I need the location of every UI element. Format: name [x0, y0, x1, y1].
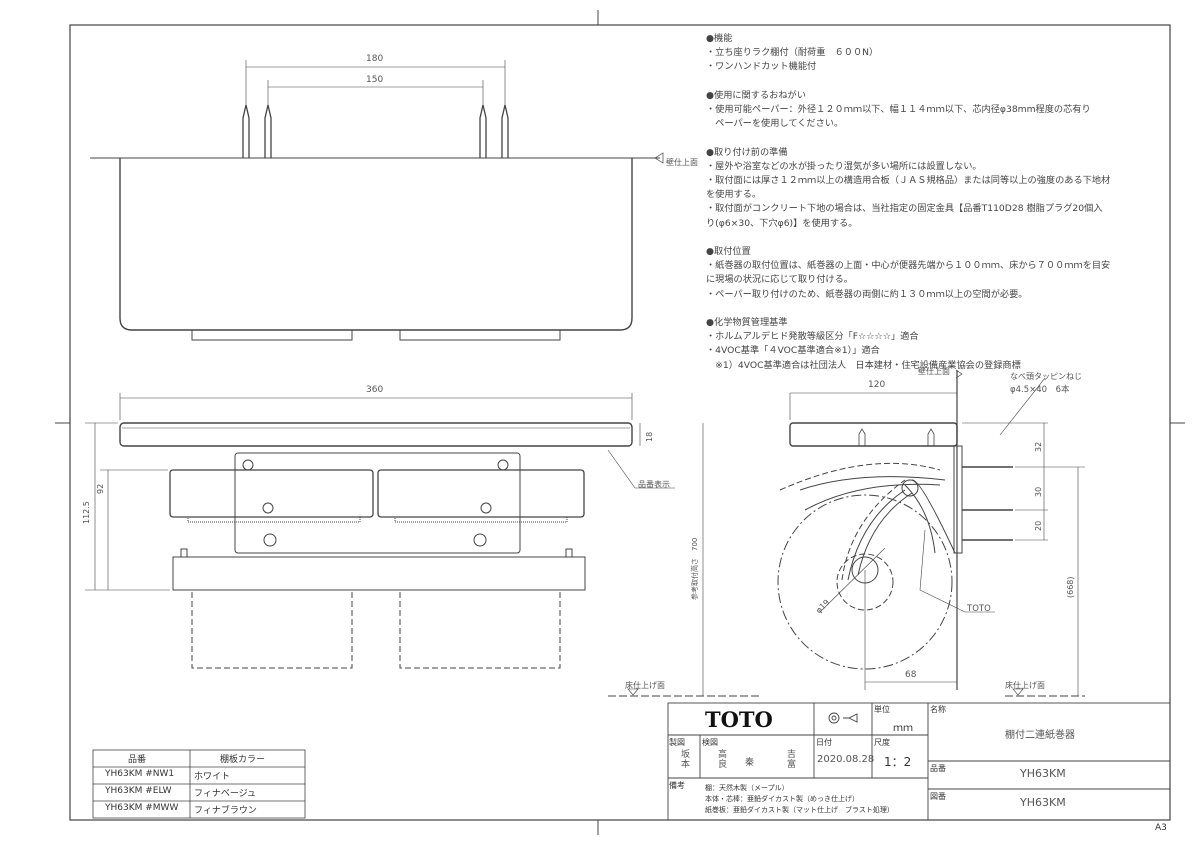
sheet-size: A3 — [1155, 823, 1167, 833]
unit-value: ｍｍ — [893, 723, 913, 734]
floor-label-side: 床仕上げ面 — [1005, 681, 1045, 690]
table-cell: YH63KM #MWW — [105, 803, 179, 813]
note-line: ・4VOC基準「４VOC基準適合※1）」適合 — [706, 345, 880, 357]
scale-label: 尺度 — [874, 738, 890, 747]
dim-20: 20 — [1034, 520, 1043, 531]
note-line: ・ワンハンドカット機能付 — [706, 61, 817, 73]
center-marks — [55, 10, 1185, 835]
note-line: ペーパーを使用してください。 — [706, 118, 844, 130]
dim-32: 32 — [1034, 441, 1043, 452]
remark-line: 棚：天然木製（メープル） — [705, 784, 789, 792]
note-line: を使用する。 — [706, 189, 762, 201]
table-cell: ホワイト — [194, 772, 231, 782]
dim-180: 180 — [366, 54, 384, 64]
dim-92: 92 — [96, 483, 105, 494]
notes-section: ●機能 ・立ち座りラク棚付（耐荷重 ６００N） ・ワンハンドカット機能付 ●使用… — [706, 32, 1110, 373]
drawing-no-label: 図番 — [930, 792, 946, 801]
note-line: に現場の状況に応じて取り付ける。 — [706, 274, 853, 286]
part-number-label: 品番表示 — [638, 480, 670, 489]
color-table-grid — [92, 749, 306, 819]
checker: 吉富 — [787, 750, 797, 770]
name-label: 名称 — [930, 705, 946, 714]
reference-height-label: 参考取付高さ 700 — [691, 537, 699, 600]
note-heading: ●使用に関するおねがい — [706, 89, 806, 101]
dim-68: 68 — [905, 670, 917, 680]
checked-label: 検図 — [702, 738, 718, 747]
note-line: ・ホルムアルデヒド発散等級区分「F☆☆☆☆」適合 — [706, 331, 919, 343]
dim-668: (668) — [1066, 576, 1075, 598]
note-heading: ●取り付け前の準備 — [706, 146, 788, 158]
note-line: ・紙巻器の取付位置は、紙巻器の上面・中心が便器先端から１００ｍｍ、床から７００ｍ… — [706, 260, 1111, 272]
wall-surface-label-side: 壁仕上面 — [918, 367, 950, 376]
scale-value: 1：2 — [884, 755, 912, 769]
table-cell: YH63KM #NW1 — [105, 769, 175, 779]
toto-mark-label: TOTO — [967, 604, 991, 614]
table-cell: フィナブラウン — [194, 806, 257, 816]
remark-line: 本体・芯棒：亜鉛ダイカスト製（めっき仕上げ） — [705, 795, 859, 803]
table-cell: YH63KM #ELW — [105, 786, 172, 796]
date-label: 日付 — [816, 738, 832, 747]
note-heading: ●機能 — [706, 33, 733, 44]
dim-360: 360 — [366, 385, 384, 395]
checker: 秦 — [745, 758, 755, 768]
title-block-grid — [667, 702, 1171, 821]
checker: 高良 — [718, 750, 728, 770]
note-line: ・屋外や浴室などの水が掛ったり湿気が多い場所には設置しない。 — [706, 160, 982, 172]
wall-surface-label: 壁仕上面 — [666, 158, 698, 167]
product-name: 棚付二連紙巻器 — [1005, 730, 1075, 741]
date-value: 2020.08.28 — [817, 754, 875, 765]
table-cell: フィナベージュ — [194, 789, 257, 799]
remark-line: 紙巻板：亜鉛ダイカスト製（マット仕上げ ブラスト処理） — [705, 806, 894, 814]
note-line: ・ペーパー取り付けのため、紙巻器の両側に約１３０ｍｍ以上の空間が必要。 — [706, 288, 1028, 300]
dim-30: 30 — [1034, 486, 1043, 497]
note-line: ・使用可能ペーパー：外径１２０ｍｍ以下、幅１１４ｍｍ以下、芯内径φ38mm程度の… — [706, 104, 1091, 116]
note-heading: ●化学物質管理基準 — [706, 317, 788, 329]
screw-label: なべ頭タッピンねじ — [1010, 372, 1082, 381]
table-header-part: 品番 — [128, 755, 147, 765]
toto-logo: TOTO — [705, 707, 773, 732]
note-line: ※1）4VOC基準適合は社団法人 日本建材・住宅設備産業協会の登録商標 — [706, 359, 1021, 371]
dim-112-5: 112.5 — [82, 501, 91, 524]
part-no-value: YH63KM — [1020, 767, 1066, 780]
remarks-label: 備考 — [669, 781, 685, 790]
drawing-no-value: YH63KM — [1020, 796, 1066, 809]
floor-label: 床仕上げ面 — [625, 681, 665, 690]
dim-18: 18 — [645, 431, 654, 442]
dim-150: 150 — [366, 75, 384, 85]
note-line: り(φ6×30、下穴φ6)】を使用する。 — [706, 217, 858, 229]
part-no-label: 品番 — [930, 764, 946, 773]
front-view — [85, 393, 760, 697]
note-heading: ●取付位置 — [706, 246, 751, 258]
dim-120: 120 — [868, 380, 886, 390]
drawn-by: 坂本 — [681, 750, 691, 770]
drawn-label: 製図 — [669, 738, 685, 747]
note-line: ・立ち座りラク棚付（耐荷重 ６００N） — [706, 47, 879, 59]
table-header-color: 棚板カラー — [220, 755, 266, 765]
note-line: ・取付面には厚さ１２ｍｍ以上の構造用合板（ＪＡＳ規格品）または同等以上の強度のあ… — [706, 175, 1111, 187]
screw-spec: φ4.5×40 6本 — [1010, 385, 1070, 395]
side-view — [777, 369, 1085, 697]
note-line: ・取付面がコンクリート下地の場合は、当社指定の固定金具【品番T110D28 樹脂… — [706, 203, 1103, 215]
unit-label: 単位 — [874, 705, 890, 714]
top-view — [90, 60, 664, 341]
